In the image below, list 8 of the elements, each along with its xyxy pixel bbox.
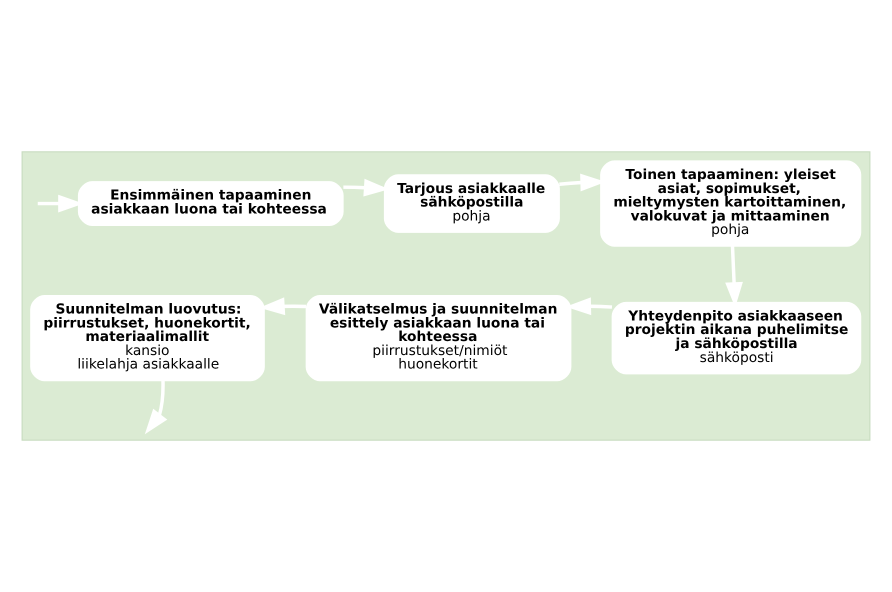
arrow <box>144 380 168 434</box>
node-box: Toinen tapaaminen: yleiset asiat, sopimukset, mieltymysten kartoittaminen, valokuvat ja mittaaminen pohja <box>600 160 862 247</box>
node-box: Yhteydenpito asiakkaaseen projektin aikana puhelimitse ja sähköpostilla sähköposti <box>612 302 862 374</box>
node-box: Suunnitelman luovutus: piirrustukset, huonekortit, materiaalimallit kansio liikelahja asiakkaalle <box>30 295 265 382</box>
node-box: Ensimmäinen tapaaminen asiakkaan luona tai kohteessa <box>78 181 344 226</box>
node-box: Tarjous asiakkaalle sähköpostilla pohja <box>384 174 560 233</box>
node-box: Välikatselmus ja suunnitelman esittely asiakkaan luona tai kohteessa piirrustukset/nimiöt huonekortit <box>306 295 572 382</box>
cluster <box>22 151 870 441</box>
